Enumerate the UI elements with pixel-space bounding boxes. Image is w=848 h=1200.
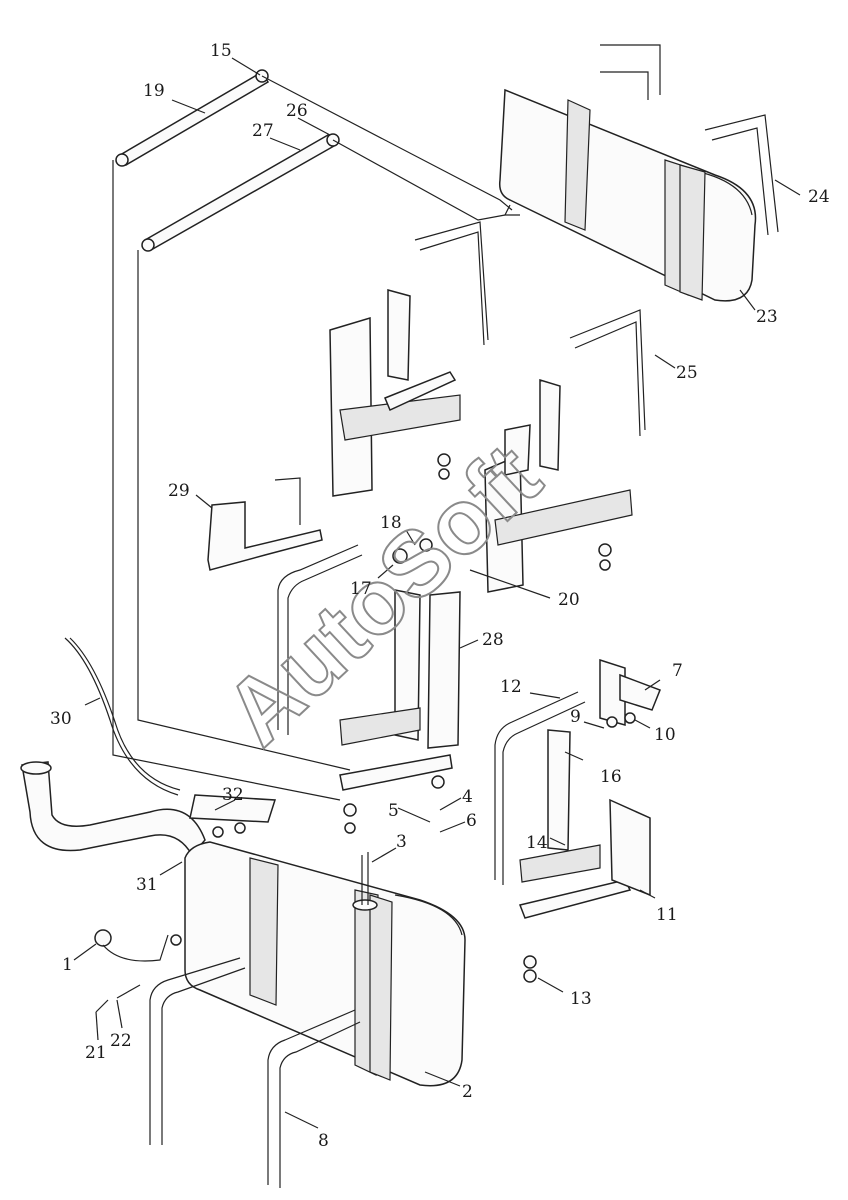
- callout-23: 23: [756, 307, 778, 327]
- callout-21: 21: [85, 1043, 107, 1063]
- callout-30: 30: [50, 709, 72, 729]
- callout-32: 32: [222, 785, 244, 805]
- callout-4: 4: [462, 787, 473, 807]
- leader-lines: [73, 57, 801, 1129]
- callout-25: 25: [676, 363, 698, 383]
- callout-17: 17: [350, 579, 372, 599]
- callout-26: 26: [286, 101, 308, 121]
- callout-19: 19: [143, 81, 165, 101]
- callout-5: 5: [388, 801, 399, 821]
- lower-right-bracket: [494, 658, 661, 983]
- callout-15: 15: [210, 41, 232, 61]
- callout-12: 12: [500, 677, 522, 697]
- callout-28: 28: [482, 630, 504, 650]
- callout-24: 24: [808, 187, 830, 207]
- callout-3: 3: [396, 832, 407, 852]
- main-fuel-tank: [149, 841, 466, 1188]
- callout-20: 20: [558, 590, 580, 610]
- callout-6: 6: [466, 811, 477, 831]
- callout-29: 29: [168, 481, 190, 501]
- callout-16: 16: [600, 767, 622, 787]
- callout-2: 2: [462, 1082, 473, 1102]
- sensor-wiring: [94, 929, 182, 1013]
- upper-bracket-assembly: [329, 221, 646, 593]
- callout-1: 1: [62, 955, 73, 975]
- callout-18: 18: [380, 513, 402, 533]
- middle-bracket-28: [277, 538, 461, 834]
- callout-8: 8: [318, 1131, 329, 1151]
- callout-11: 11: [656, 905, 678, 925]
- callout-31: 31: [136, 875, 158, 895]
- callout-9: 9: [570, 707, 581, 727]
- connecting-pipes: [112, 69, 513, 801]
- mounting-plate-29: [207, 477, 323, 571]
- callout-labels: 1 2 3 4 5 6 7 8 9 10 11 12 13 14 15 16 1…: [50, 41, 830, 1151]
- upper-fuel-tank: [498, 44, 779, 302]
- callout-13: 13: [570, 989, 592, 1009]
- callout-10: 10: [654, 725, 676, 745]
- callout-7: 7: [672, 661, 683, 681]
- callout-22: 22: [110, 1031, 132, 1051]
- callout-14: 14: [526, 833, 548, 853]
- callout-27: 27: [252, 121, 274, 141]
